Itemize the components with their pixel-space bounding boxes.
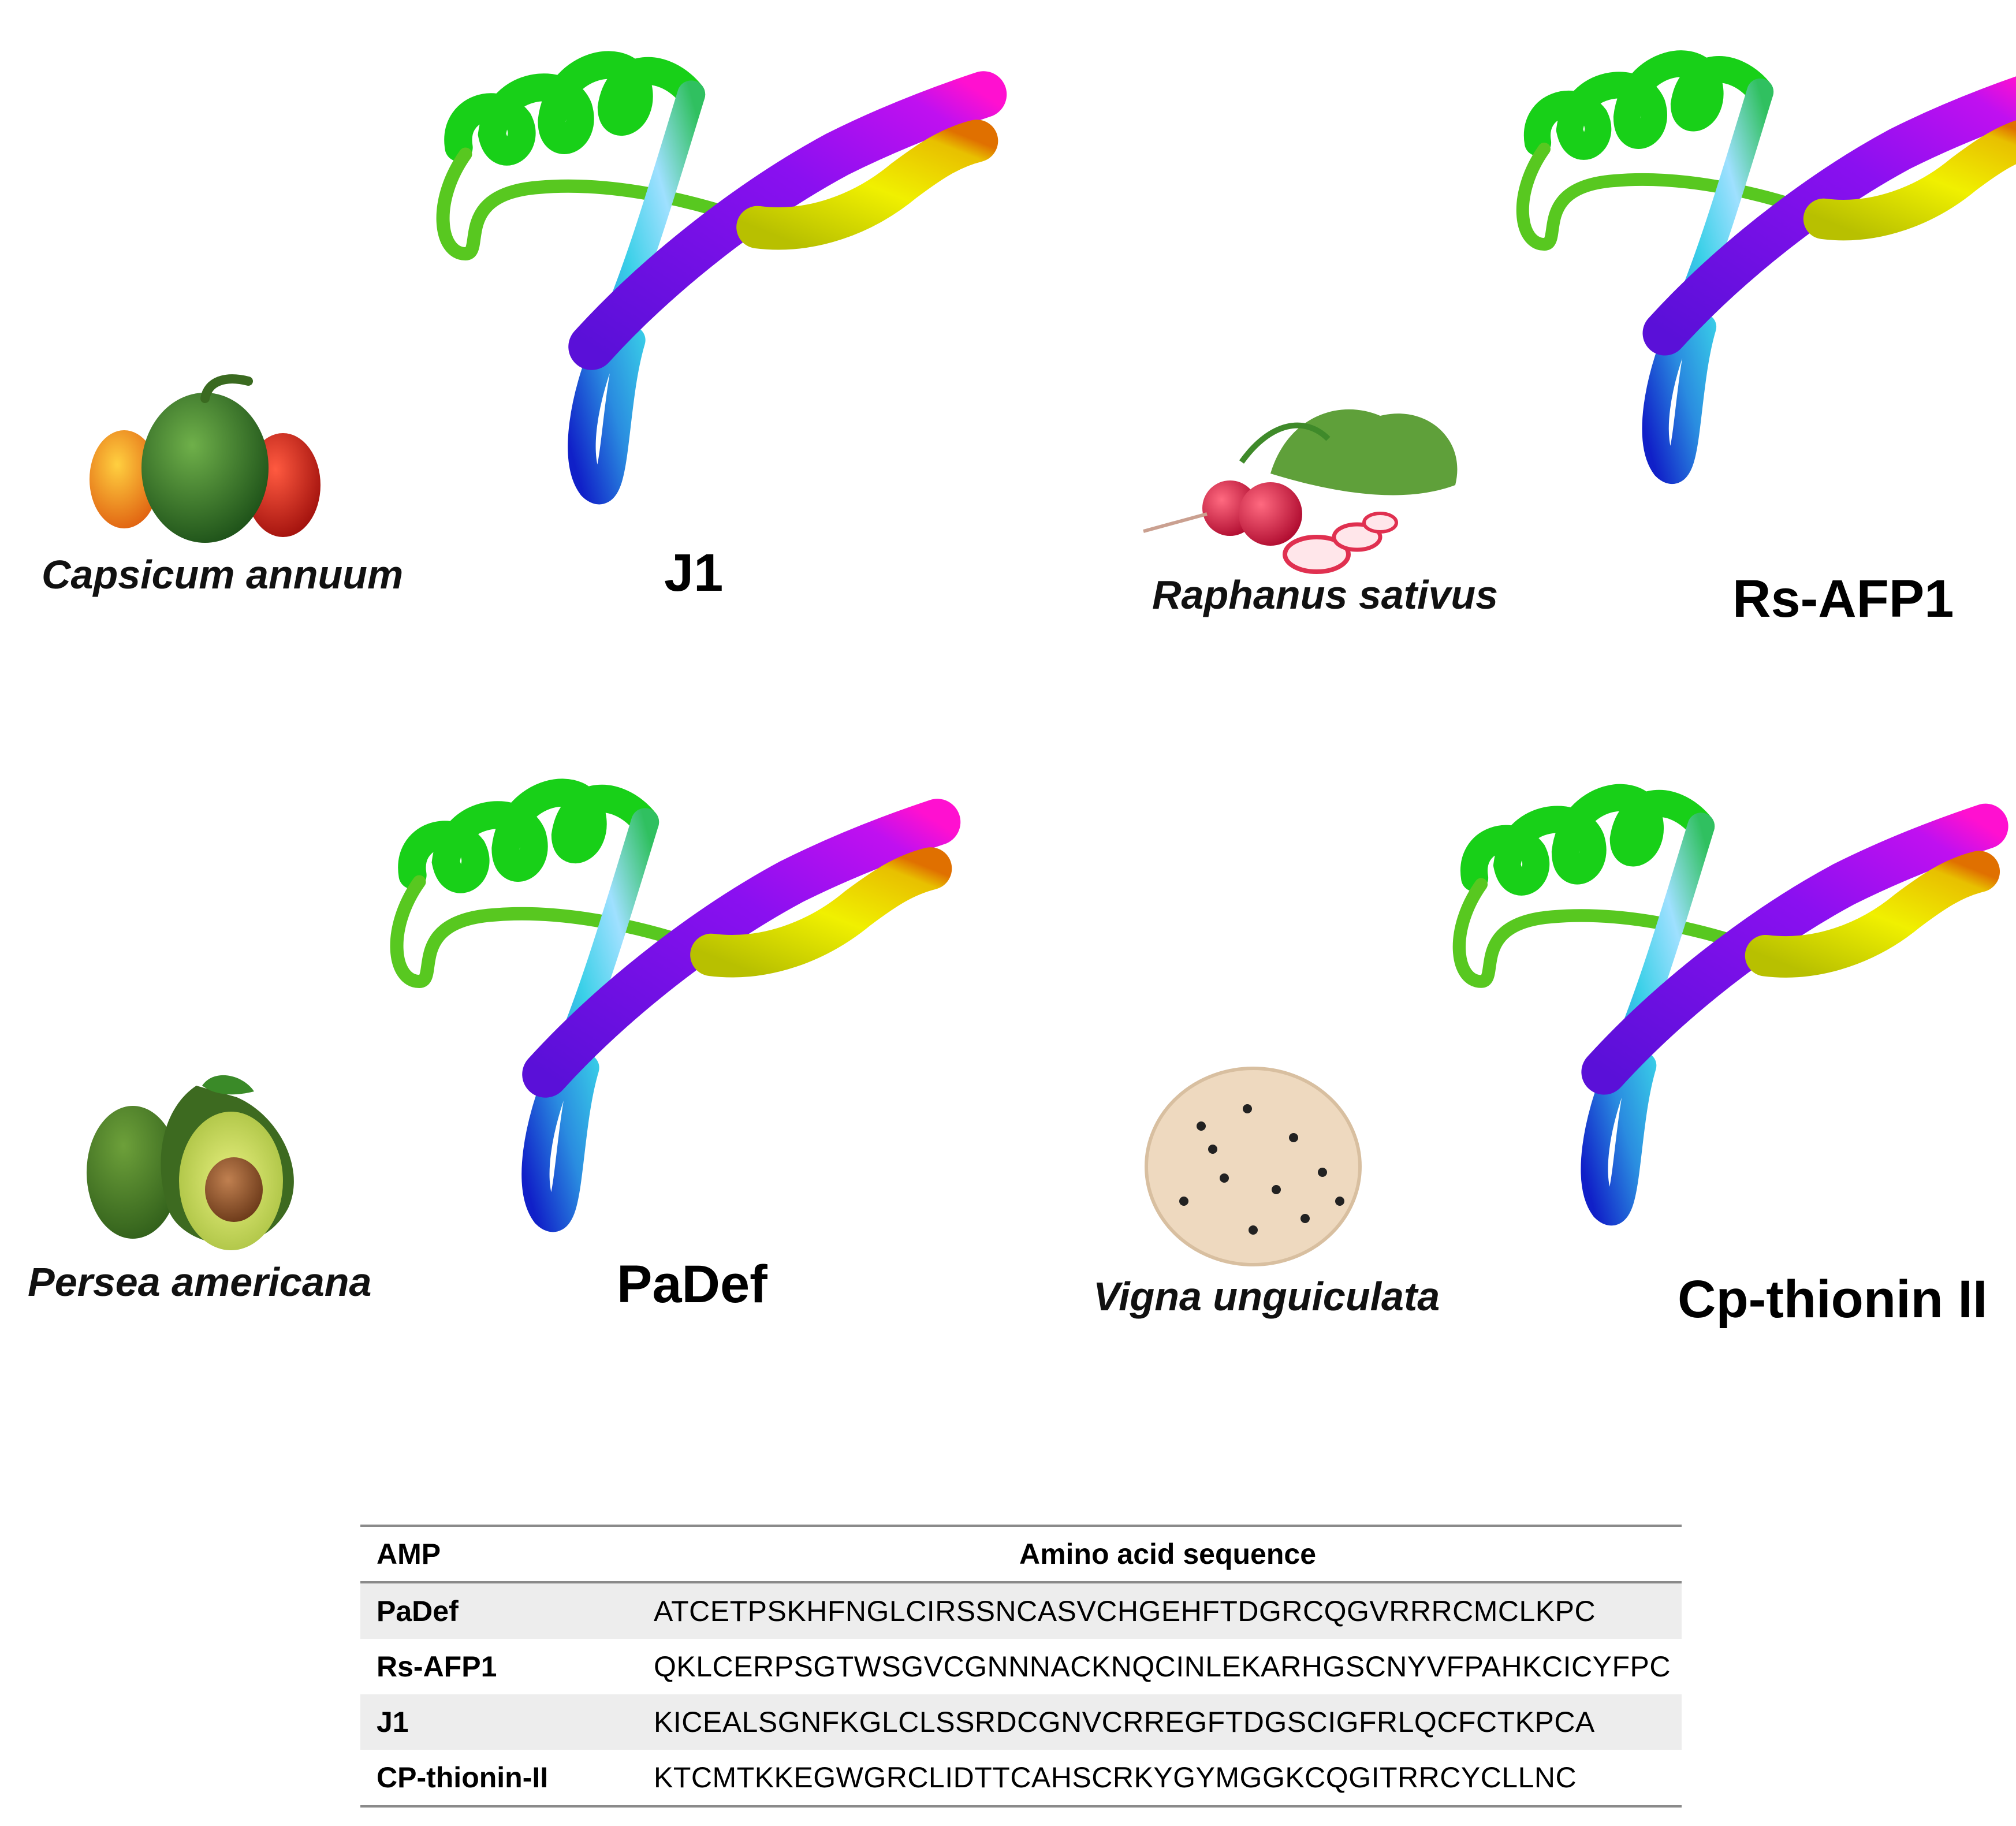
amp-sequence: QKLCERPSGTWSGVCGNNNACKNQCINLEKARHGSCNYVF… xyxy=(654,1650,1671,1683)
amp-name: PaDef xyxy=(360,1582,654,1639)
table-row: Rs-AFP1 QKLCERPSGTWSGVCGNNNACKNQCINLEKAR… xyxy=(360,1639,1682,1694)
cp-thionin-ii-structure xyxy=(1459,798,1986,1212)
protein-label-cp-thionin-ii: Cp-thionin II xyxy=(1678,1270,1988,1329)
amp-sequence: ATCETPSKHFNGLCIRSSNCASVCHGEHFTDGRCQGVRRR… xyxy=(654,1582,1682,1639)
protein-label-j1: J1 xyxy=(664,543,724,602)
avocado-image xyxy=(87,1075,294,1250)
amp-sequence: KTCMTKKEGWGRCLIDTTCAHSCRKYGYMGGKCQGITRRC… xyxy=(654,1761,1577,1794)
padef-structure xyxy=(397,793,937,1218)
species-label-capsicum: Capsicum annuum xyxy=(42,552,404,597)
cowpea-image xyxy=(1145,1067,1362,1266)
species-label-persea: Persea americana xyxy=(28,1259,372,1305)
amp-name: Rs-AFP1 xyxy=(377,1650,497,1683)
pepper-image xyxy=(90,374,321,543)
species-label-vigna: Vigna unguiculata xyxy=(1093,1274,1440,1319)
rs-afp1-structure xyxy=(1523,64,2016,471)
column-header-sequence: Amino acid sequence xyxy=(654,1527,1682,1583)
radish-image xyxy=(1143,409,1458,574)
sequence-table: AMP Amino acid sequence PaDef ATCETPSKHF… xyxy=(360,1525,1682,1808)
amp-name: CP-thionin-II xyxy=(377,1761,549,1794)
protein-label-padef: PaDef xyxy=(617,1255,767,1314)
species-label-raphanus: Raphanus sativus xyxy=(1152,572,1499,617)
amp-sequence: KICEALSGNFKGLCLSSRDCGNVCRREGFTDGSCIGFRLQ… xyxy=(654,1694,1682,1750)
table-header-row: AMP Amino acid sequence xyxy=(360,1527,1682,1583)
column-header-amp: AMP xyxy=(360,1527,654,1583)
table-row: J1 KICEALSGNFKGLCLSSRDCGNVCRREGFTDGSCIGF… xyxy=(360,1694,1682,1750)
table-row: PaDef ATCETPSKHFNGLCIRSSNCASVCHGEHFTDGRC… xyxy=(360,1582,1682,1639)
amp-name: J1 xyxy=(360,1694,654,1750)
j1-structure xyxy=(443,65,983,491)
table-row: CP-thionin-II KTCMTKKEGWGRCLIDTTCAHSCRKY… xyxy=(360,1750,1682,1805)
figure-artwork xyxy=(87,0,2016,1266)
protein-label-rs-afp1: Rs-AFP1 xyxy=(1732,569,1954,628)
